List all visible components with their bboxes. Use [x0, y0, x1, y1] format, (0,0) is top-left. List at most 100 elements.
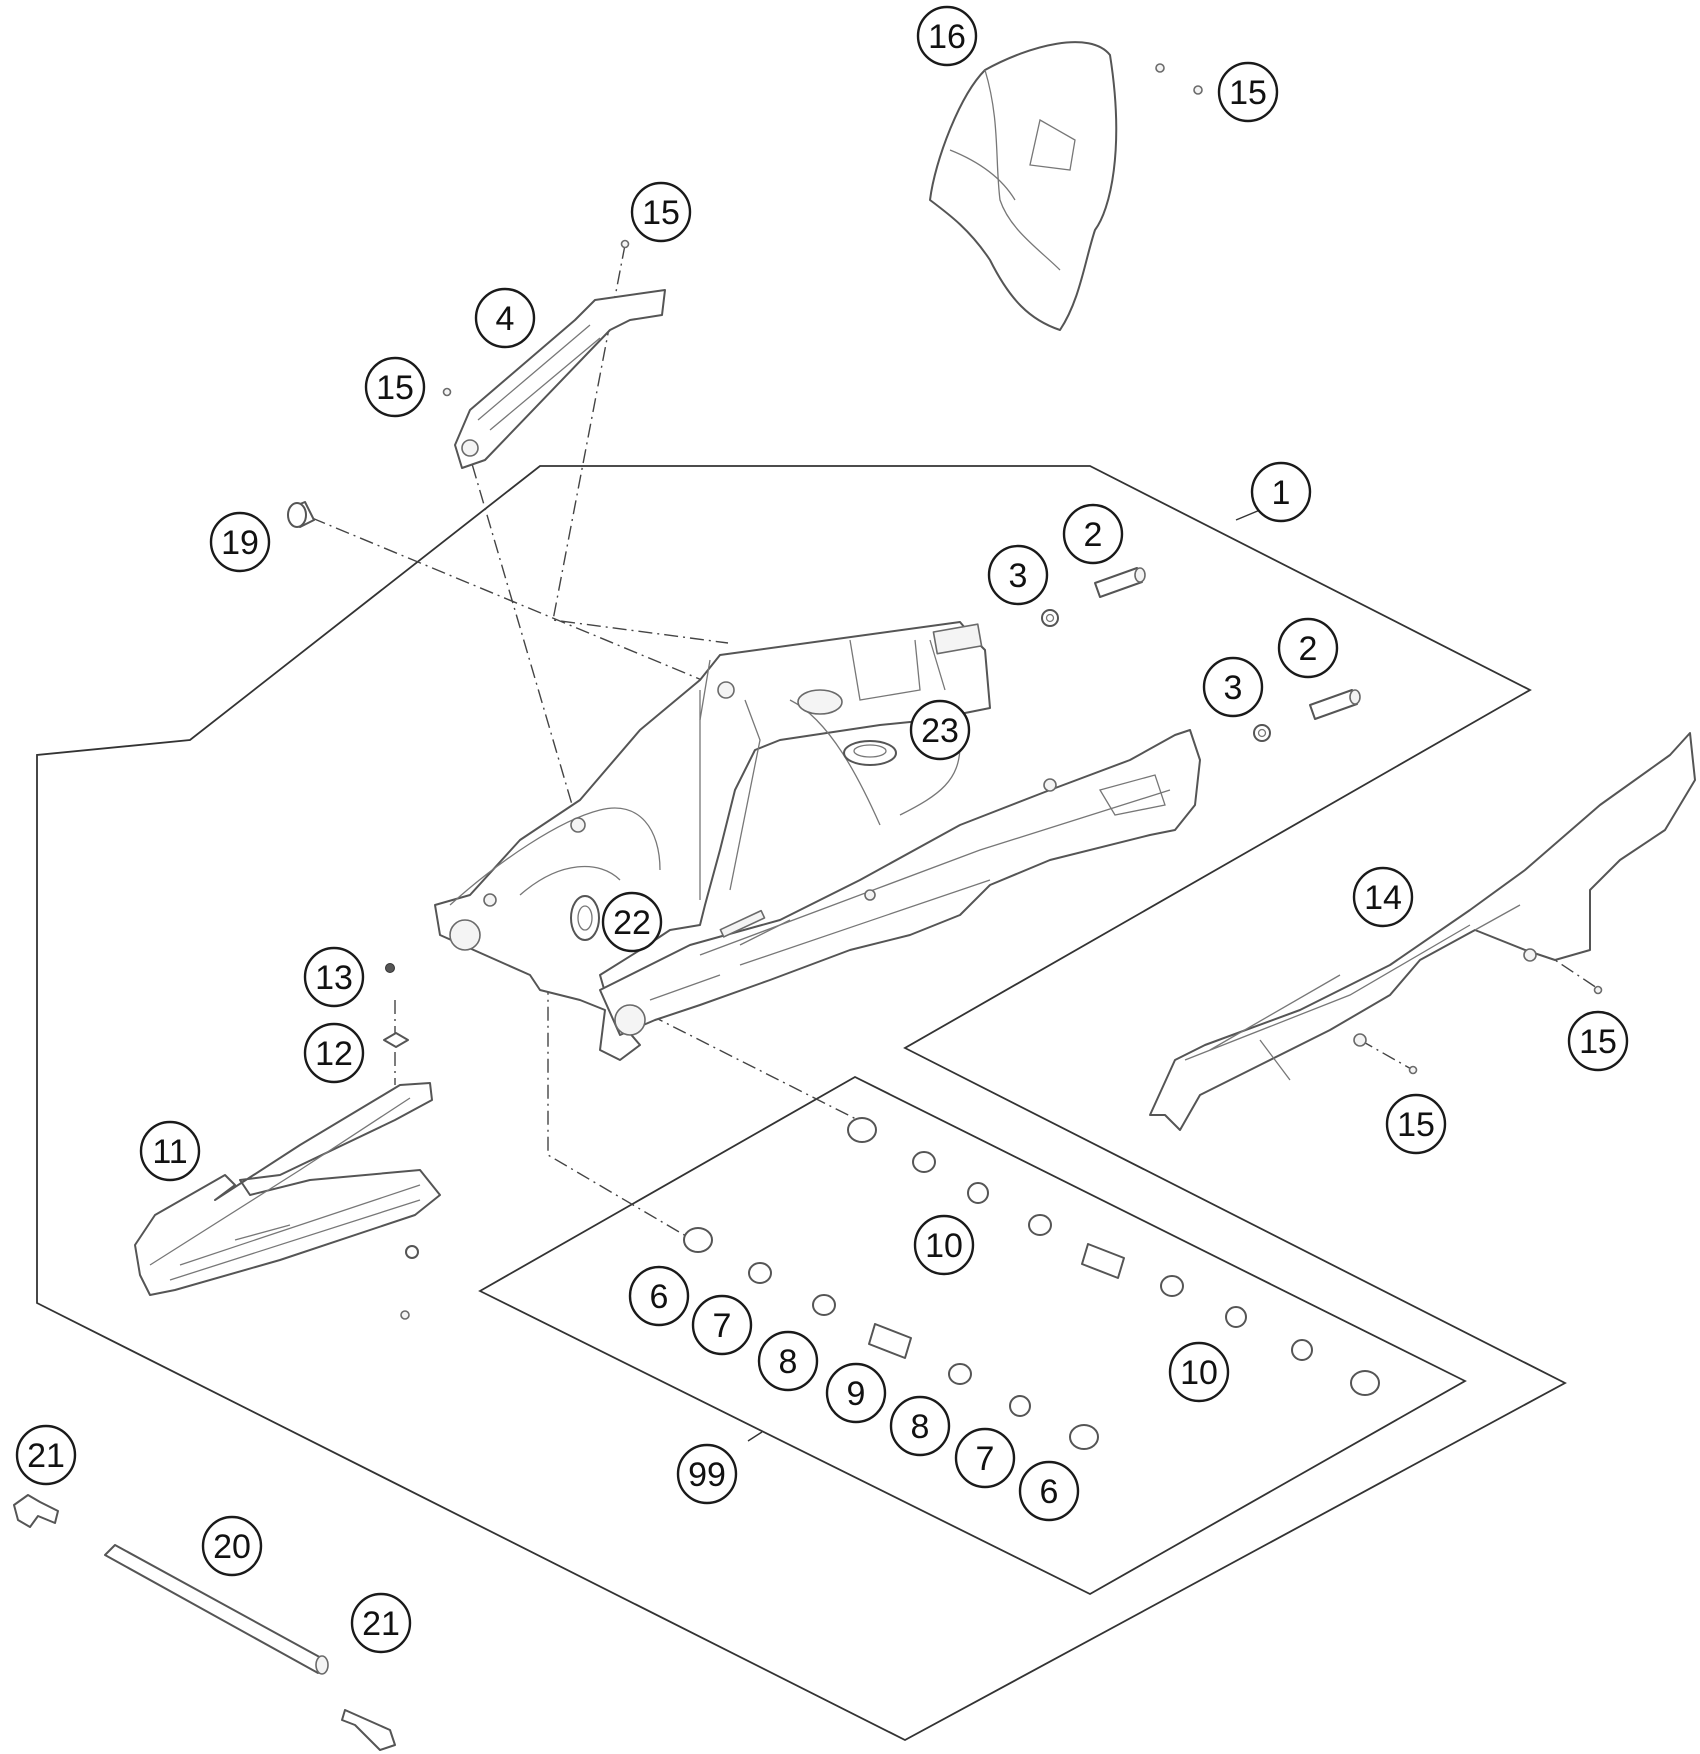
callout-number: 6 [650, 1278, 669, 1316]
callout-number: 21 [362, 1605, 400, 1643]
callout-number: 22 [613, 904, 651, 942]
callout-11: 11 [139, 1120, 201, 1182]
callout-15: 15 [1385, 1093, 1447, 1155]
callout-circle [1217, 61, 1279, 123]
callout-10: 10 [1168, 1341, 1230, 1403]
chain-slider-upper [442, 239, 666, 469]
callout-number: 11 [152, 1133, 187, 1171]
callout-circle [676, 1443, 738, 1505]
callout-number: 21 [27, 1437, 65, 1475]
callout-number: 10 [925, 1227, 963, 1265]
callout-1: 1 [1250, 461, 1312, 523]
callout-circle [303, 1022, 365, 1084]
callout-number: 15 [376, 369, 414, 407]
rear-mudguard [929, 41, 1203, 331]
bearing-kit-components [683, 1117, 1380, 1450]
assembly-frame-1 [36, 465, 1567, 1742]
callout-number: 9 [847, 1375, 866, 1413]
callout-8: 8 [757, 1330, 819, 1392]
chain-adjuster-parts [1041, 567, 1361, 742]
callout-number: 12 [315, 1035, 353, 1073]
callout-4: 4 [474, 287, 536, 349]
callout-circle [889, 1395, 951, 1457]
assembly-frame-99 [478, 1075, 1467, 1596]
callout-circle [630, 181, 692, 243]
callout-12: 12 [303, 1022, 365, 1084]
callout-14: 14 [1352, 866, 1414, 928]
rubber-ring-23 [843, 740, 897, 766]
callout-number: 19 [221, 524, 259, 562]
callout-circle [303, 946, 365, 1008]
callout-circle [1352, 866, 1414, 928]
callout-circle [15, 1424, 77, 1486]
callout-circle [628, 1265, 690, 1327]
callout-9: 9 [825, 1362, 887, 1424]
callout-number: 3 [1224, 669, 1243, 707]
callout-circle [757, 1330, 819, 1392]
callout-number: 20 [213, 1528, 251, 1566]
callout-circle [909, 699, 971, 761]
callout-circle [1277, 617, 1339, 679]
callout-number: 3 [1009, 557, 1028, 595]
callout-3: 3 [987, 544, 1049, 606]
callout-circle [1202, 656, 1264, 718]
callout-22: 22 [601, 891, 663, 953]
callout-number: 8 [779, 1343, 798, 1381]
callout-7: 7 [954, 1427, 1016, 1489]
callout-number: 2 [1299, 630, 1318, 668]
callout-6: 6 [1018, 1460, 1080, 1522]
callout-number: 13 [315, 959, 353, 997]
callout-23: 23 [909, 699, 971, 761]
callout-circle [1018, 1460, 1080, 1522]
callout-circle [350, 1592, 412, 1654]
callout-number: 15 [642, 194, 680, 232]
callout-3: 3 [1202, 656, 1264, 718]
callout-circle [916, 5, 978, 67]
callout-number: 7 [713, 1307, 732, 1345]
callout-circle [913, 1214, 975, 1276]
callout-number: 7 [976, 1440, 995, 1478]
callout-number: 15 [1397, 1106, 1435, 1144]
callout-6: 6 [628, 1265, 690, 1327]
callout-16: 16 [916, 5, 978, 67]
pivot-shaft-and-bolts [13, 1494, 396, 1751]
callout-circle [691, 1294, 753, 1356]
callout-15: 15 [630, 181, 692, 243]
chain-guard [1149, 732, 1696, 1131]
callout-number: 14 [1364, 879, 1402, 917]
callout-8: 8 [889, 1395, 951, 1457]
callout-10: 10 [913, 1214, 975, 1276]
callout-number: 16 [928, 18, 966, 56]
callout-number: 99 [688, 1456, 726, 1494]
callout-19: 19 [209, 511, 271, 573]
callout-circle [209, 511, 271, 573]
callout-15: 15 [1217, 61, 1279, 123]
callout-15: 15 [1567, 1010, 1629, 1072]
callout-circle [601, 891, 663, 953]
callout-circle [201, 1515, 263, 1577]
callout-number: 10 [1180, 1354, 1218, 1392]
swingarm [434, 621, 1201, 1061]
cap-plug [287, 501, 315, 528]
callout-21: 21 [350, 1592, 412, 1654]
callout-circle [954, 1427, 1016, 1489]
callout-circle [1567, 1010, 1629, 1072]
callout-number: 6 [1040, 1473, 1059, 1511]
callout-2: 2 [1277, 617, 1339, 679]
callout-circle [825, 1362, 887, 1424]
callout-2: 2 [1062, 503, 1124, 565]
callout-circle [1168, 1341, 1230, 1403]
callout-7: 7 [691, 1294, 753, 1356]
callout-15: 15 [364, 356, 426, 418]
callout-21: 21 [15, 1424, 77, 1486]
callout-number: 23 [921, 712, 959, 750]
callout-number: 4 [496, 300, 515, 338]
rubber-ring-22 [570, 895, 600, 941]
callout-20: 20 [201, 1515, 263, 1577]
callout-circle [139, 1120, 201, 1182]
chain-slider-lower [134, 963, 441, 1320]
callout-circle [987, 544, 1049, 606]
callout-number: 8 [911, 1408, 930, 1446]
